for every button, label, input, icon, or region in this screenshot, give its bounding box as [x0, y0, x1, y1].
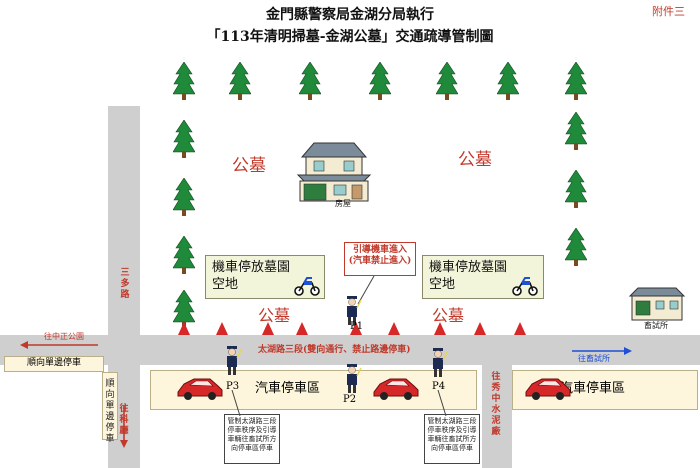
tree-icon [369, 62, 391, 100]
cemetery-label: 公墓 [258, 306, 291, 325]
taihu-road-label: 太湖路三段(雙向通行、禁止路邊停車) [258, 345, 411, 355]
car-icon [177, 378, 223, 400]
callout-pointer [437, 390, 447, 416]
zhongshui-road-label: 往秀中水泥廠 [491, 372, 501, 437]
traffic-cone-icon [178, 322, 190, 335]
traffic-cone-icon [262, 322, 274, 335]
car-lot-left-label: 汽車停車區 [255, 381, 321, 396]
station-building-icon [628, 287, 686, 321]
map-title-line2: 「113年清明掃墓-金湖公墓」交通疏導管制圖 [206, 29, 494, 45]
taihu-road-main [0, 335, 700, 365]
annex-label: 附件三 [652, 5, 685, 18]
tree-icon [229, 62, 251, 100]
car-icon [525, 378, 571, 400]
cemetery-label: 公墓 [458, 150, 492, 170]
police-officer-icon [227, 346, 242, 375]
moto-lot-right-label: 機車停放墓園空地 [429, 260, 508, 292]
post-p4-label: P4 [432, 381, 446, 392]
p3-note-callout: 管制太湖路三段停車秩序及引導車輛往畜試所方向停車區停車 [224, 414, 280, 464]
traffic-cone-icon [514, 322, 526, 335]
tree-icon [497, 62, 519, 100]
map-title-line1: 金門縣警察局金湖分局執行 [266, 7, 434, 23]
car-lot-right-label: 汽車停車區 [560, 381, 626, 396]
station-caption: 畜試所 [644, 321, 668, 330]
moto-lot-left: 機車停放墓園空地 [205, 255, 325, 299]
motorcycle-icon [512, 277, 538, 296]
post-p1-label: P1 [350, 321, 364, 332]
car-lot-right [512, 370, 698, 410]
police-officer-icon [347, 296, 362, 325]
tree-icon [565, 62, 587, 100]
tree-icon [565, 170, 587, 208]
cemetery-label: 公墓 [232, 156, 266, 176]
arrow-down-icon [120, 406, 128, 448]
car-icon [373, 378, 419, 400]
tree-icon [173, 62, 195, 100]
callout-pointer [231, 390, 241, 416]
motorcycle-icon [294, 277, 320, 296]
one-way-parking-box: 順向單邊停車 [4, 356, 104, 372]
traffic-cone-icon [474, 322, 486, 335]
house-caption: 房屋 [335, 199, 351, 208]
traffic-cone-icon [216, 322, 228, 335]
arrow-left-icon [20, 341, 98, 349]
callout-pointer [357, 276, 375, 305]
tree-icon [436, 62, 458, 100]
moto-lot-left-label: 機車停放墓園空地 [212, 260, 291, 292]
tree-icon [565, 112, 587, 150]
p1-guide-callout: 引導機車進入(汽車禁止進入) [344, 242, 416, 276]
tree-icon [299, 62, 321, 100]
tree-icon [565, 228, 587, 266]
road-zhongshui [482, 360, 512, 468]
to-station-label: 往畜試所 [578, 354, 610, 363]
house-icon [296, 142, 372, 202]
traffic-cone-icon [388, 322, 400, 335]
traffic-cone-icon [434, 322, 446, 335]
post-p2-label: P2 [343, 394, 357, 405]
sanduo-road-label: 三多路 [120, 268, 130, 300]
traffic-cone-icon [350, 322, 362, 335]
p4-note-callout: 管制太湖路三段停車秩序及引導車輛往畜試所方向停車區停車 [424, 414, 480, 464]
tree-icon [173, 178, 195, 216]
police-officer-icon [433, 348, 448, 377]
cemetery-label: 公墓 [432, 306, 465, 325]
post-p3-label: P3 [226, 381, 240, 392]
to-zhengzheng-label: 往中正公園 [44, 332, 84, 341]
one-way-parking-vertical-box: 順向單邊停車 [102, 372, 118, 444]
moto-lot-right: 機車停放墓園空地 [422, 255, 544, 299]
tree-icon [173, 236, 195, 274]
arrow-right-icon [572, 347, 632, 355]
one-way-parking-label: 順向單邊停車 [27, 358, 82, 368]
tree-icon [173, 120, 195, 158]
police-officer-icon [347, 364, 362, 393]
traffic-cone-icon [296, 322, 308, 335]
one-way-parking-vertical-label: 順向單邊停車 [105, 379, 115, 444]
